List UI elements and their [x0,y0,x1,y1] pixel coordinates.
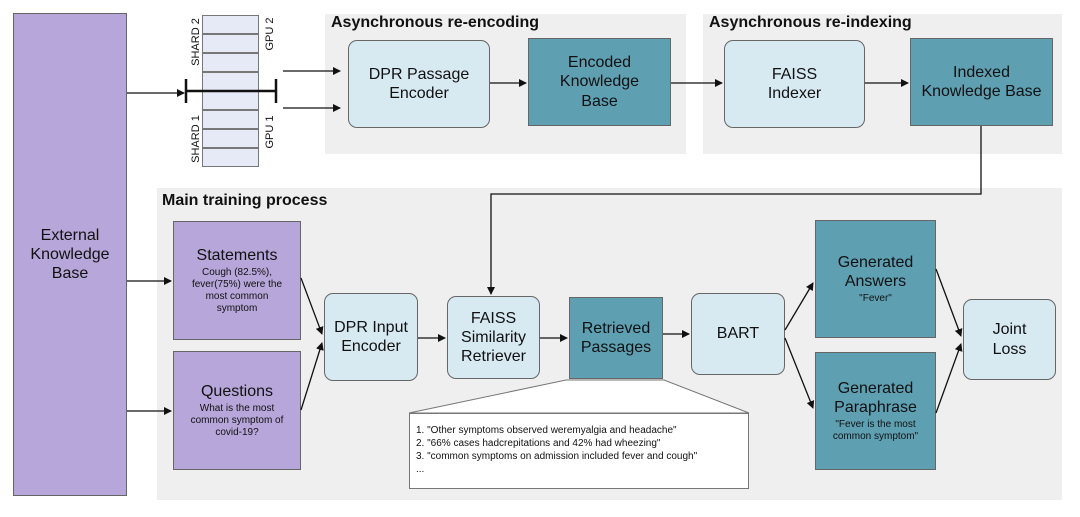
bart-model-label: BART [716,325,760,343]
questions-title: Questions [200,382,274,400]
passage-item: ... [416,464,425,475]
generated-paraphrase-title: Generated Paraphrase [834,379,917,416]
statements-box: Statements Cough (82.5%), fever(75%) wer… [173,221,301,340]
arrow-answers-to-joint-loss [935,268,963,337]
passages-callout-wedge [408,379,750,414]
main-training-title: Main training process [162,192,328,209]
faiss-indexer-label: FAISS Indexer [767,65,822,102]
dpr-input-encoder-label: DPR Input Encoder [334,318,408,355]
joint-loss: Joint Loss [963,299,1056,380]
questions-text: What is the most common symptom of covid… [190,403,284,439]
passages-callout: 1. "Other symptoms observed weremyalgia … [409,413,749,489]
bart-model: BART [691,293,785,375]
statements-title: Statements [196,246,278,264]
generated-paraphrase-text: "Fever is the most common symptom" [832,419,919,443]
encoded-knowledge-base-label: Encoded Knowledge Base [559,54,640,110]
passage-item: 1. "Other symptoms observed weremyalgia … [416,425,677,436]
faiss-indexer: FAISS Indexer [724,40,865,128]
reindexing-title: Asynchronous re-indexing [709,14,912,31]
retrieved-passages-label: Retrieved Passages [580,319,652,356]
dpr-passage-encoder: DPR Passage Encoder [348,40,490,128]
dpr-input-encoder: DPR Input Encoder [324,293,418,381]
shard-cell [202,110,259,129]
generated-answers-title: Generated Answers [837,253,914,290]
indexed-knowledge-base: Indexed Knowledge Base [910,38,1053,126]
arrow-bart-to-answers [784,282,814,331]
passage-item: 2. "66% cases hadcrepitations and 42% ha… [416,438,661,449]
arrow-questions-to-input-encoder [300,342,324,411]
shard-cell [202,15,259,34]
passage-item: 3. "common symptoms on admission include… [416,451,698,462]
shard-cell [202,148,259,167]
retrieved-passages: Retrieved Passages [569,297,663,379]
external-knowledge-base-label: External Knowledge Base [30,226,110,283]
generated-answers-text: "Fever" [859,293,892,305]
faiss-similarity-retriever: FAISS Similarity Retriever [447,296,540,379]
generated-answers: Generated Answers "Fever" [815,220,936,338]
arrow-paraphrase-to-joint-loss [935,343,963,414]
dpr-passage-encoder-label: DPR Passage Encoder [368,65,470,102]
shard-cell [202,129,259,148]
external-knowledge-base: External Knowledge Base [13,13,127,496]
arrow-bart-to-paraphrase [784,337,815,409]
reencoding-title: Asynchronous re-encoding [331,14,540,31]
questions-box: Questions What is the most common sympto… [173,351,301,470]
statements-text: Cough (82.5%), fever(75%) were the most … [191,267,283,315]
joint-loss-label: Joint Loss [992,321,1027,358]
arrow-indexed-to-retriever [487,126,982,295]
faiss-similarity-retriever-label: FAISS Similarity Retriever [461,309,526,366]
shard-cell [202,53,259,72]
encoded-knowledge-base: Encoded Knowledge Base [528,38,671,126]
generated-paraphrase: Generated Paraphrase "Fever is the most … [815,352,936,470]
shard-cell [202,34,259,53]
arrow-statements-to-input-encoder [300,277,324,335]
indexed-knowledge-base-label: Indexed Knowledge Base [921,63,1042,100]
